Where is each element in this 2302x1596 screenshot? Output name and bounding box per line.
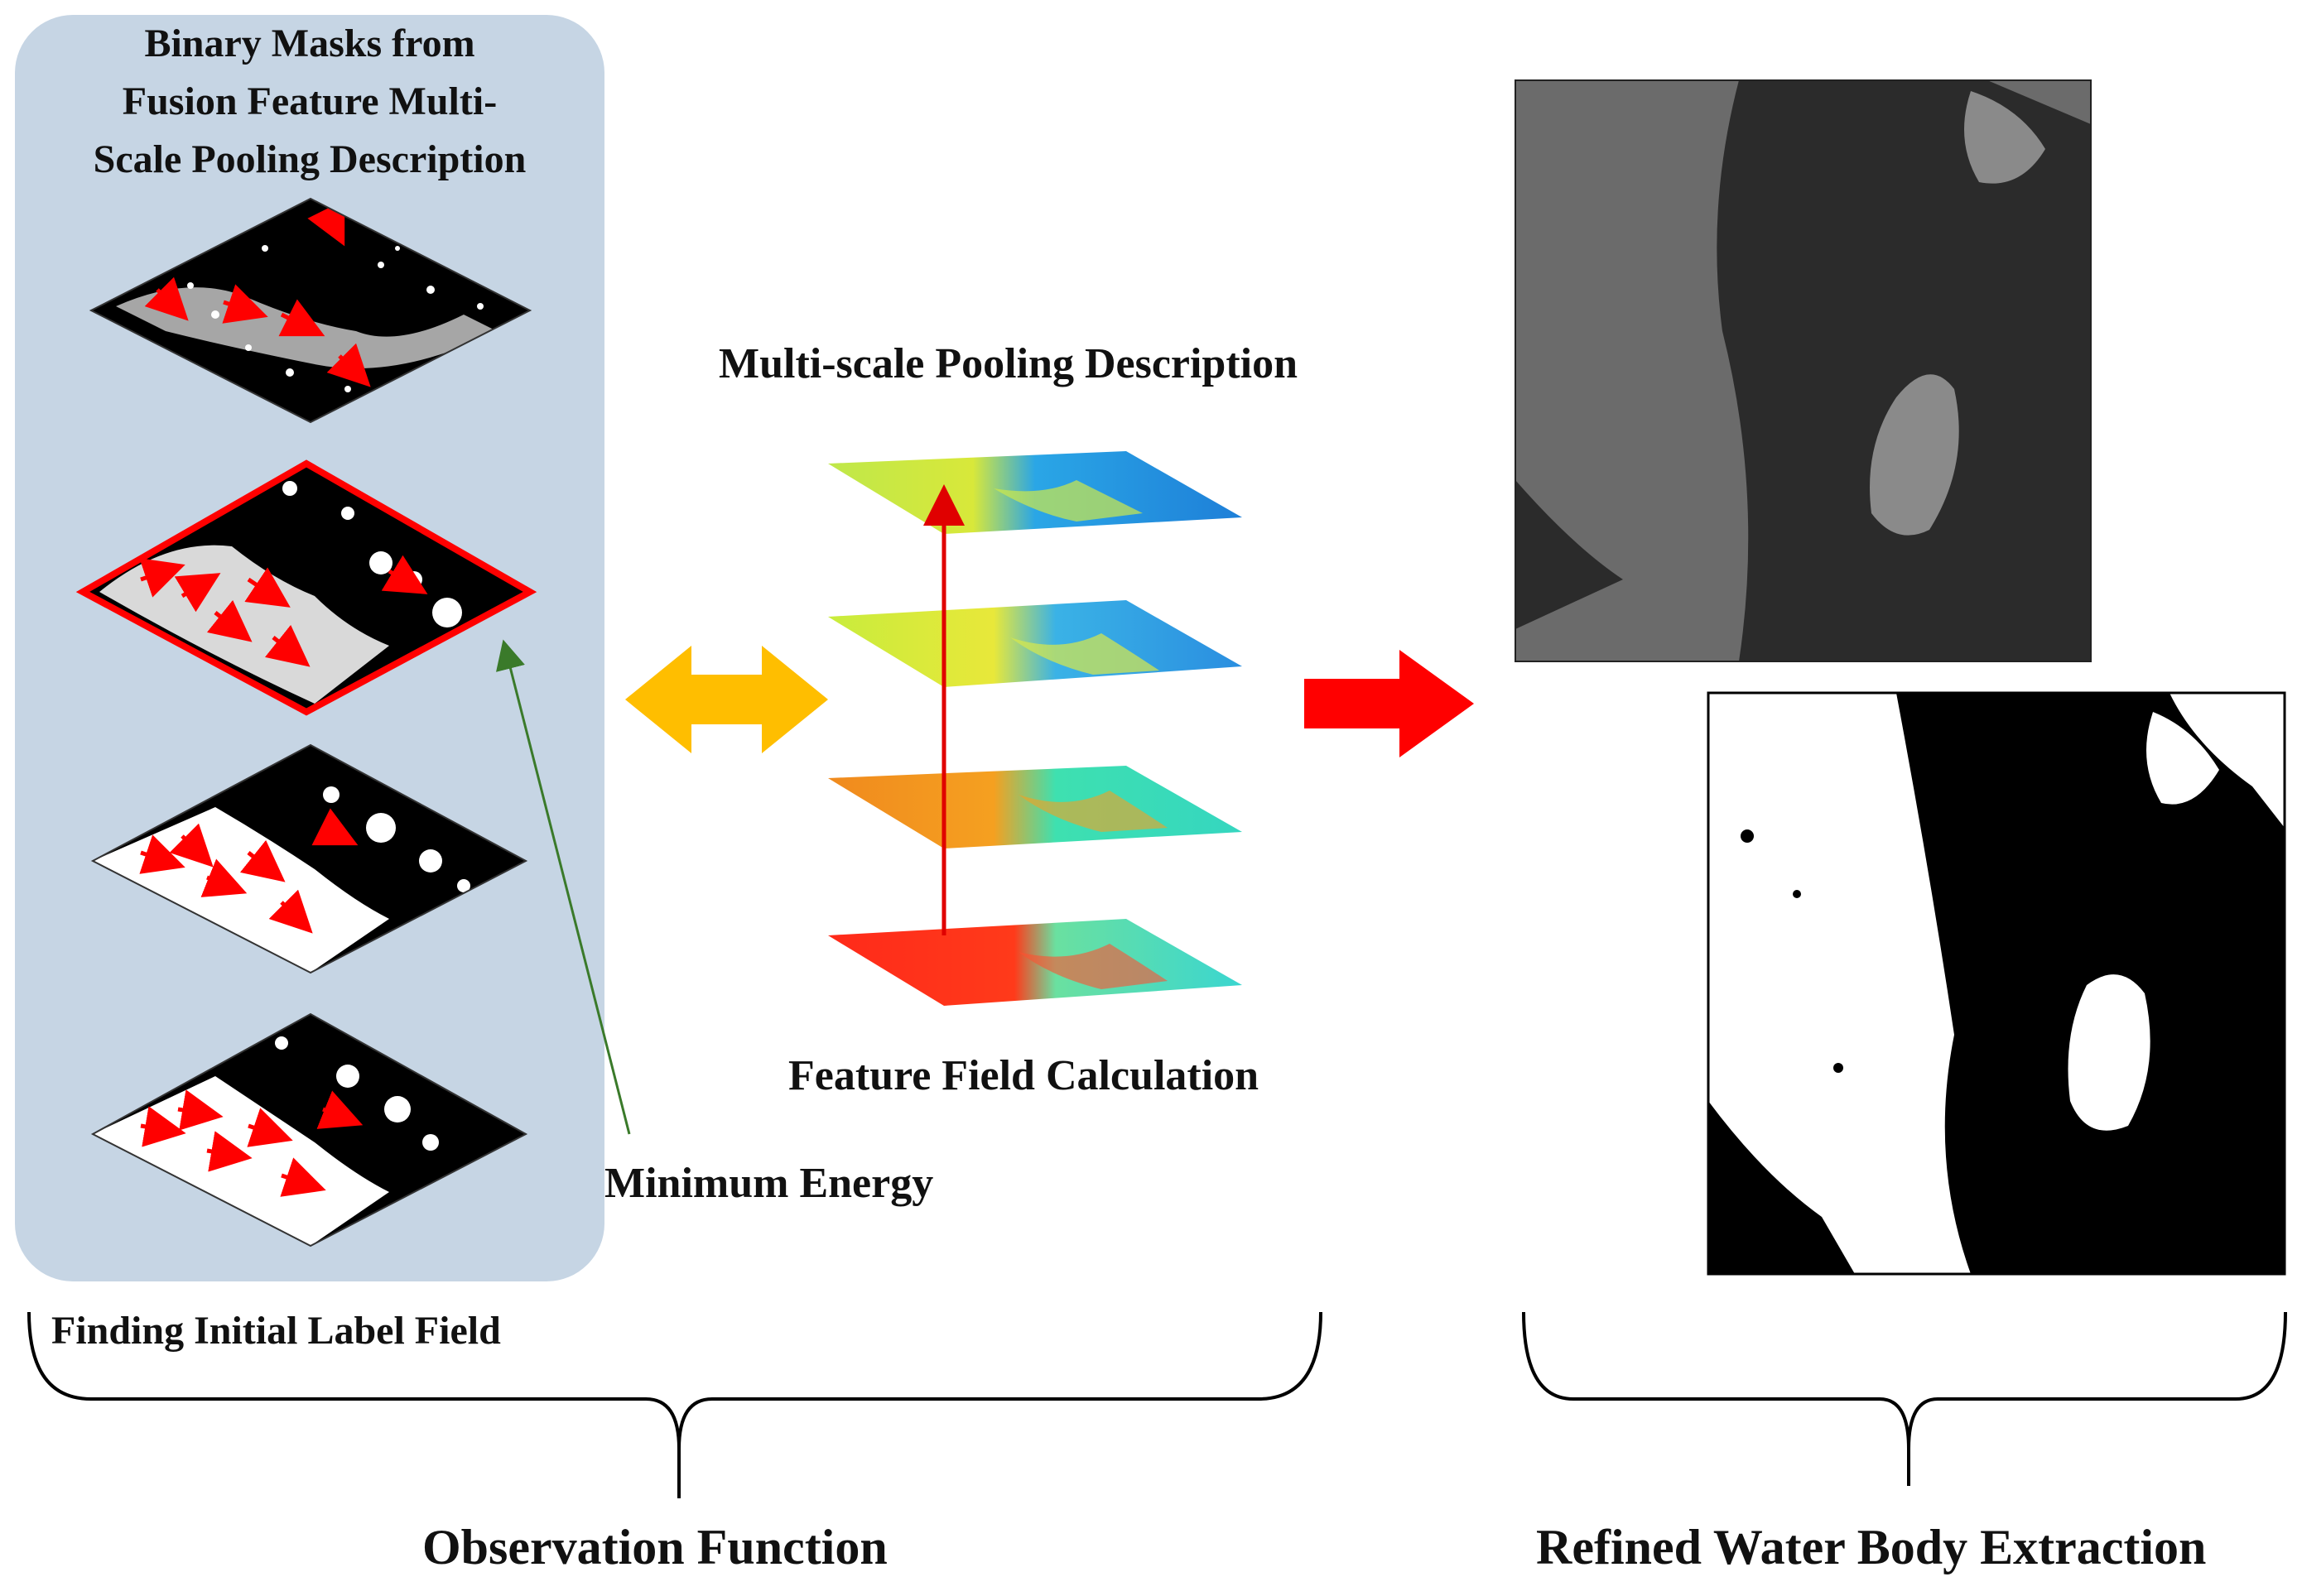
binary-mask-2-selected bbox=[75, 459, 537, 716]
minimum-energy-arrow bbox=[496, 639, 631, 1135]
binary-mask-3 bbox=[90, 743, 528, 974]
minimum-energy-label: Minimum Energy bbox=[604, 1160, 934, 1207]
panel-title-line-2: Fusion Feature Multi- bbox=[122, 79, 498, 123]
selected-outline bbox=[75, 459, 537, 716]
feature-layer-2 bbox=[828, 600, 1242, 687]
satellite-image bbox=[1515, 79, 2092, 662]
observation-function-label: Observation Function bbox=[422, 1520, 888, 1574]
bidirectional-arrow bbox=[625, 646, 828, 753]
binary-mask-1 bbox=[89, 197, 532, 424]
feature-layer-1 bbox=[828, 451, 1242, 534]
feature-layer-4 bbox=[828, 919, 1242, 1006]
right-arrow bbox=[1304, 650, 1474, 757]
panel-title-line-1: Binary Masks from bbox=[144, 22, 475, 65]
water-mask-image bbox=[1707, 691, 2286, 1276]
brace-refined bbox=[1522, 1311, 2287, 1486]
brace-observation bbox=[27, 1311, 1322, 1498]
panel-title-line-3: Scale Pooling Description bbox=[93, 137, 527, 181]
feature-layer-3 bbox=[828, 766, 1242, 848]
pooling-label: Multi-scale Pooling Description bbox=[719, 340, 1298, 387]
initial-label-field-label: Finding Initial Label Field bbox=[51, 1309, 501, 1353]
panel-title: Binary Masks from Fusion Feature Multi- … bbox=[15, 15, 604, 189]
refined-extraction-label: Refined Water Body Extraction bbox=[1536, 1520, 2207, 1574]
binary-mask-4 bbox=[90, 1012, 528, 1247]
feature-field-label: Feature Field Calculation bbox=[788, 1052, 1259, 1099]
